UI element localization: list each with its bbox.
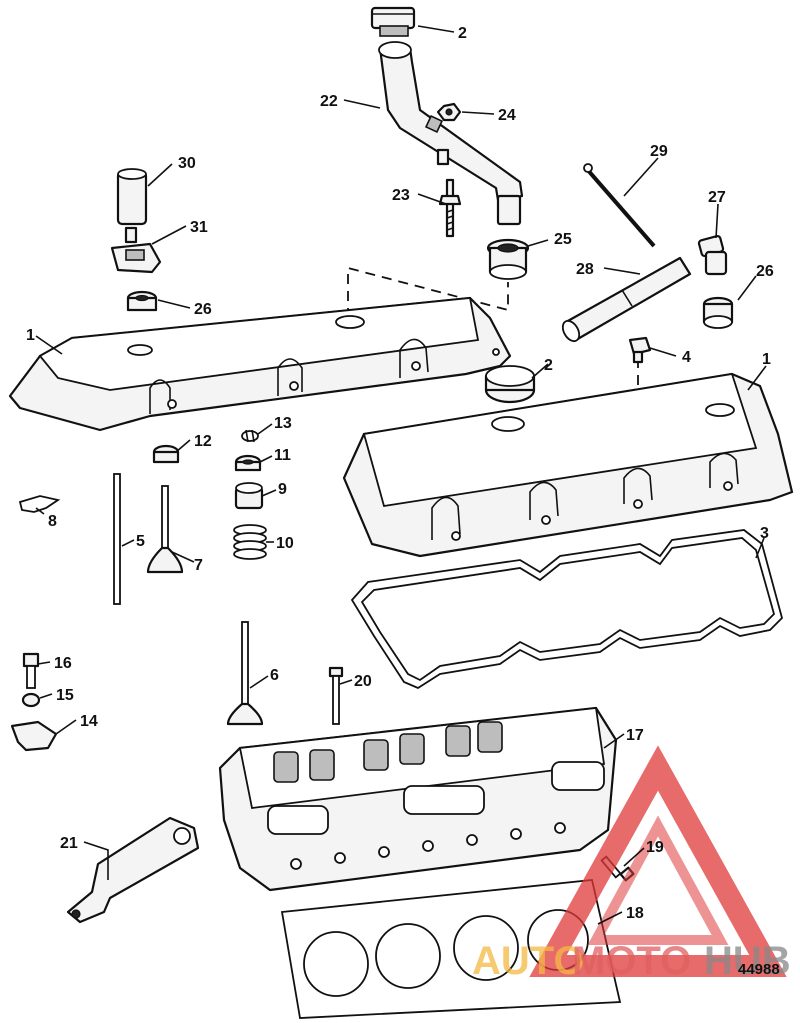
watermark-hub: HUB: [704, 939, 791, 983]
callout-26-left: 26: [194, 301, 212, 318]
pcv-valve-31: [110, 226, 162, 274]
reference-number: 44988: [738, 961, 780, 978]
callout-17: 17: [626, 727, 644, 744]
callout-23: 23: [392, 187, 410, 204]
callout-2-right: 2: [544, 357, 553, 374]
callout-14: 14: [80, 713, 98, 730]
callout-10: 10: [276, 535, 294, 552]
stud-23: [438, 178, 462, 238]
valve-cover-left: [8, 296, 512, 432]
retainer-13: [241, 429, 259, 443]
seal-9: [234, 482, 264, 510]
callout-5: 5: [136, 533, 145, 550]
callout-12: 12: [194, 433, 212, 450]
breather-tube: [378, 41, 524, 226]
callout-18: 18: [626, 905, 644, 922]
callout-13: 13: [274, 415, 292, 432]
oil-filler-cap-right: [484, 365, 536, 404]
grommet-26-left: [126, 290, 158, 312]
bolt-4: [628, 336, 652, 364]
automotohub-watermark: AUTO MOTO HUB: [472, 745, 791, 983]
callout-8: 8: [48, 513, 57, 530]
stud-16: [22, 652, 40, 689]
callout-16: 16: [54, 655, 72, 672]
callout-31: 31: [190, 219, 208, 236]
rod-29: [583, 163, 656, 248]
callout-27: 27: [708, 189, 726, 206]
callout-3: 3: [760, 525, 769, 542]
leader-lines: [35, 25, 767, 925]
oil-filler-cap-top: [370, 6, 416, 37]
valve-cover-right: [342, 372, 794, 558]
callout-22: 22: [320, 93, 338, 110]
callout-4: 4: [682, 349, 691, 366]
callout-1-right: 1: [762, 351, 771, 368]
cylinder-head: [218, 706, 618, 892]
callout-25: 25: [554, 231, 572, 248]
valve-spring-10: [233, 524, 267, 560]
sleeve-30: [116, 168, 148, 226]
callout-1-left: 1: [26, 327, 35, 344]
grommet-25: [486, 238, 530, 280]
valve-springs-group: [273, 721, 503, 783]
nut-24: [436, 102, 462, 122]
bracket-21: [66, 816, 200, 924]
watermark-moto: MOTO: [572, 939, 691, 983]
callout-24: 24: [498, 107, 516, 124]
callout-30: 30: [178, 155, 196, 172]
ball-15: [21, 692, 41, 708]
valve-7: [146, 485, 184, 574]
valve-cover-gasket: [350, 529, 784, 690]
rocker-arm-14: [10, 720, 58, 752]
callout-20: 20: [354, 673, 372, 690]
callout-15: 15: [56, 687, 74, 704]
callout-7: 7: [194, 557, 203, 574]
elbow-27: [697, 234, 728, 276]
pushrod-5: [113, 473, 121, 605]
callout-21: 21: [60, 835, 78, 852]
rocker-8: [18, 495, 61, 513]
callout-19: 19: [646, 839, 664, 856]
hose-28: [561, 256, 692, 343]
callout-2-top: 2: [458, 25, 467, 42]
bolt-20: [328, 666, 344, 725]
cap-11: [234, 454, 262, 472]
callout-28: 28: [576, 261, 594, 278]
watermark-auto: AUTO: [472, 939, 585, 983]
callout-9: 9: [278, 481, 287, 498]
valve-6: [226, 621, 264, 726]
dashed-alignment-line: [347, 266, 509, 318]
callout-26-right: 26: [756, 263, 774, 280]
callout-6: 6: [270, 667, 279, 684]
grommet-26-right: [702, 296, 734, 329]
callout-29: 29: [650, 143, 668, 160]
callout-labels: 2 22 24 23 25 30 31 26 29 27 28 26 4 2 1…: [26, 25, 780, 978]
callout-11: 11: [274, 447, 291, 464]
rocker-nut-12: [152, 444, 180, 464]
